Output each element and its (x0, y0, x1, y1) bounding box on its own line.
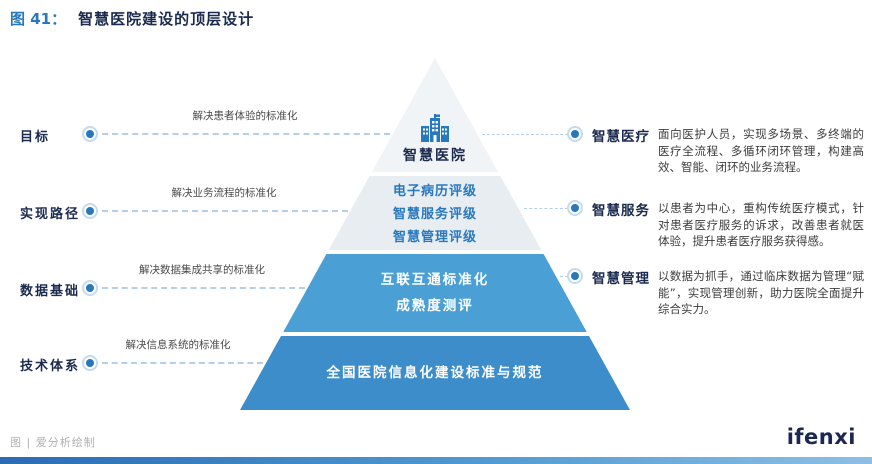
dashed-connector (102, 287, 305, 289)
right-item-smart-medical-description: 面向医护人员，实现多场景、多终端的医疗全流程、多循环闭环管理，构建高效、智能、闭… (658, 127, 864, 175)
pyramid-level3-line: 互联互通标准化 (380, 272, 490, 288)
dashed-connector (102, 362, 263, 364)
right-item-smart-management-description: 以数据为抓手，通过临床数据为管理“赋能”，实现管理创新，助力医院全面提升综合实力… (658, 269, 864, 317)
bullet-icon (571, 272, 579, 280)
dashed-connector (102, 210, 348, 212)
page-title: 智慧医院建设的顶层设计 (78, 10, 255, 28)
annotation-goal: 解决患者体验的标准化 (192, 110, 298, 122)
pyramid-level-national-standards: 全国医院信息化建设标准与规范 (240, 336, 630, 410)
left-item-goal-label: 目标 (20, 130, 51, 145)
pyramid-level-interoperability: 互联互通标准化 成熟度测评 (240, 254, 630, 332)
left-item-data-label: 数据基础 (20, 284, 81, 299)
right-item-smart-service-description: 以患者为中心，重构传统医疗模式，针对患者医疗服务的诉求，改善患者就医体验，提升患… (658, 201, 864, 249)
bullet-icon (86, 359, 94, 367)
source-credit: 图 | 爱分析绘制 (10, 436, 96, 449)
figure-header: 图 41： 智慧医院建设的顶层设计 (10, 8, 254, 29)
hospital-icon (240, 114, 630, 142)
pyramid-level2-line: 智慧服务评级 (392, 207, 477, 222)
dashed-connector (560, 276, 568, 277)
bullet-icon (86, 284, 94, 292)
dashed-connector (102, 133, 390, 135)
dashed-connector (524, 208, 568, 209)
bullet-icon (571, 204, 579, 212)
dashed-connector (482, 134, 568, 135)
pyramid-level2-line: 智慧管理评级 (392, 230, 477, 245)
right-item-smart-management-label: 智慧管理 (592, 271, 650, 287)
figure-number: 图 41： (10, 10, 67, 28)
bullet-icon (86, 130, 94, 138)
annotation-path: 解决业务流程的标准化 (171, 187, 277, 199)
bottom-accent-bar (0, 457, 872, 464)
annotation-data: 解决数据集成共享的标准化 (139, 264, 265, 276)
bullet-icon (571, 130, 579, 138)
annotation-tech: 解决信息系统的标准化 (125, 339, 231, 351)
left-item-path-label: 实现路径 (20, 207, 81, 222)
right-item-smart-service-label: 智慧服务 (592, 203, 650, 219)
bullet-icon (86, 207, 94, 215)
right-item-smart-medical-label: 智慧医疗 (592, 129, 650, 145)
pyramid-top-label: 智慧医院 (403, 148, 467, 164)
pyramid-level4-line: 全国医院信息化建设标准与规范 (326, 365, 544, 381)
left-item-tech-label: 技术体系 (20, 359, 81, 374)
pyramid-level2-line: 电子病历评级 (392, 184, 477, 199)
ifenxi-logo: ifenxi (786, 425, 856, 449)
pyramid-level3-line: 成熟度测评 (396, 298, 474, 314)
